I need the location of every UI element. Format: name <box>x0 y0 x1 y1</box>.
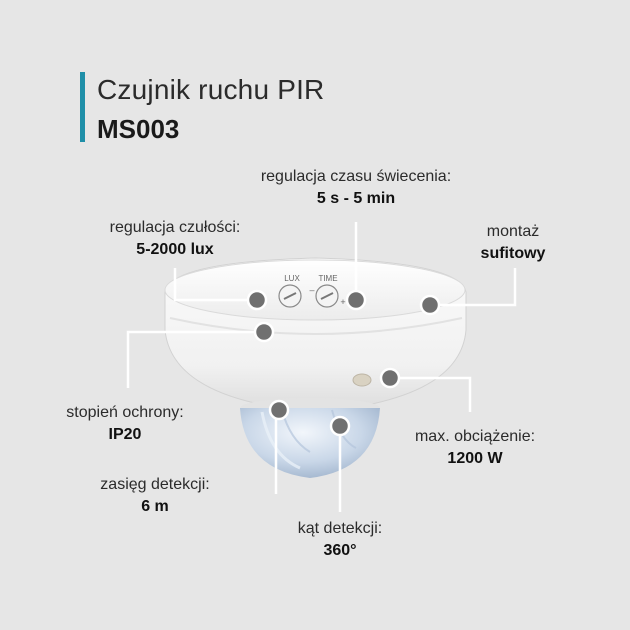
spec-range: zasięg detekcji: 6 m <box>70 474 240 518</box>
spec-time-adjust: regulacja czasu świecenia: 5 s - 5 min <box>206 166 506 210</box>
spec-angle-label: kąt detekcji: <box>297 520 383 537</box>
spec-angle: kąt detekcji: 360° <box>260 518 420 562</box>
spec-time-adjust-value: 5 s - 5 min <box>316 190 396 207</box>
spec-mounting: montaż sufitowy <box>453 221 573 265</box>
spec-mounting-value: sufitowy <box>480 245 546 262</box>
svg-text:–: – <box>309 285 314 295</box>
spec-sensitivity: regulacja czułości: 5-2000 lux <box>70 217 280 261</box>
spec-protection-label: stopień ochrony: <box>66 404 184 421</box>
range-marker <box>268 399 290 421</box>
time-marker <box>345 289 367 311</box>
led-window <box>352 373 372 387</box>
spec-sensitivity-label: regulacja czułości: <box>109 219 241 236</box>
spec-max-load-label: max. obciążenie: <box>414 428 536 445</box>
max-load-leader <box>390 376 472 412</box>
protection-leader <box>126 330 262 388</box>
time-knob: TIME – + <box>309 274 346 308</box>
time-marking: TIME <box>318 274 337 283</box>
max-load-marker <box>379 367 401 389</box>
spec-time-adjust-label: regulacja czasu świecenia: <box>260 168 452 185</box>
spec-max-load: max. obciążenie: 1200 W <box>385 426 565 470</box>
lux-marking: LUX <box>284 274 300 283</box>
spec-mounting-label: montaż <box>486 223 540 240</box>
spec-angle-value: 360° <box>323 542 357 559</box>
spec-protection-value: IP20 <box>108 426 142 443</box>
spec-max-load-value: 1200 W <box>447 450 503 467</box>
lux-knob: LUX <box>278 274 302 308</box>
sensor-body <box>164 257 467 413</box>
spec-range-value: 6 m <box>141 498 169 515</box>
detection-dome <box>240 398 380 478</box>
angle-marker <box>329 415 351 437</box>
svg-text:+: + <box>340 297 345 307</box>
protection-marker <box>253 321 275 343</box>
sensitivity-leader <box>173 268 255 302</box>
product-model: MS003 <box>97 114 180 144</box>
mounting-marker <box>419 294 441 316</box>
callout-lines <box>126 222 517 512</box>
sensitivity-marker <box>246 289 268 311</box>
spec-range-label: zasięg detekcji: <box>100 476 210 493</box>
title-accent-bar <box>80 72 85 142</box>
product-title: Czujnik ruchu PIR <box>97 74 325 105</box>
spec-sensitivity-value: 5-2000 lux <box>136 241 214 258</box>
spec-protection: stopień ochrony: IP20 <box>40 402 210 446</box>
mounting-leader <box>430 268 517 307</box>
